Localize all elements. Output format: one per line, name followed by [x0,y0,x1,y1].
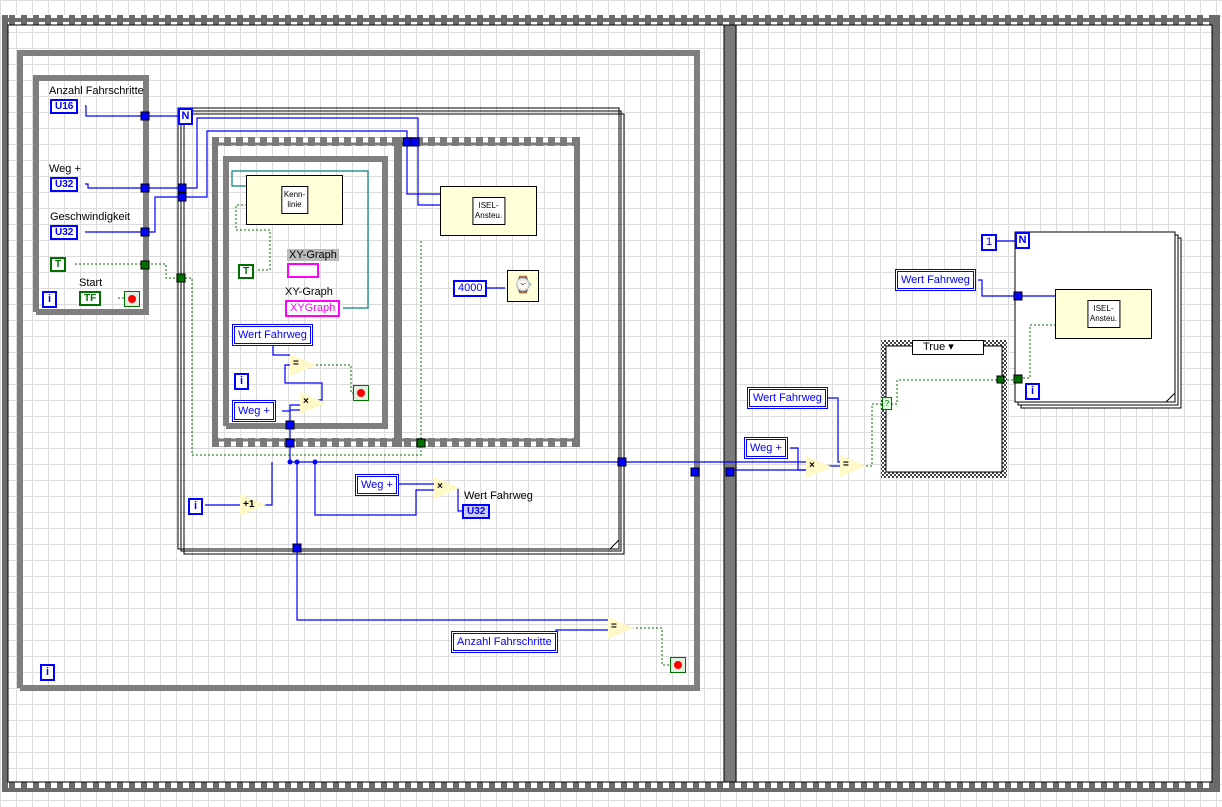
geschwindigkeit-control[interactable]: U32 [50,225,79,240]
case-selector-terminal[interactable]: ? [882,397,892,410]
case-selector[interactable]: True ▾ [912,340,984,355]
flat-sequence-outer[interactable] [2,15,1220,792]
equal-node-right[interactable] [840,455,866,477]
wert-fahrweg-local-right[interactable]: Wert Fahrweg [747,387,828,409]
anzahl-fahrschritte-local[interactable]: Anzahl Fahrschritte [451,631,558,653]
equal-op-label: = [293,358,299,369]
count-terminal[interactable]: N [178,108,193,125]
xy-graph-ref-label: XY-Graph [285,286,333,298]
equal-op-label: = [843,459,849,470]
geschwindigkeit-label: Geschwindigkeit [50,211,131,223]
multiply-node-for[interactable] [434,477,460,499]
stop-terminal-inner[interactable] [353,385,369,401]
bool-tunnels [140,260,1023,448]
weg-local-for[interactable]: Weg + [355,474,399,496]
weg-label: Weg + [49,163,81,175]
increment-op-label: +1 [243,499,255,510]
for-loop[interactable] [177,107,625,555]
kennlinie-subvi[interactable]: Kenn- linie [246,175,343,225]
case-structure[interactable] [881,340,1007,478]
case-selector-value: True [923,341,946,353]
equal-op-label: = [611,621,617,632]
iteration-terminal-outer: i [40,664,55,681]
true-constant[interactable]: T [50,257,67,272]
anzahl-fahrschritte-label: Anzahl Fahrschritte [49,85,144,97]
wait-ms-constant[interactable]: 4000 [453,280,488,297]
multiply-node-inner[interactable] [300,392,326,414]
anzahl-fahrschritte-control[interactable]: U16 [50,99,79,114]
wert-fahrweg-local-inner[interactable]: Wert Fahrweg [232,324,313,346]
wert-fahrweg-local-right-top[interactable]: Wert Fahrweg [895,269,976,291]
flat-sequence-inner[interactable] [212,137,580,447]
xy-graph-terminal[interactable] [287,263,319,278]
reference-wire [231,170,369,309]
iteration-terminal-right: i [1025,383,1040,400]
start-label: Start [79,277,103,289]
increment-node[interactable] [240,494,266,516]
iteration-terminal-inner: i [234,373,249,390]
loop-count-constant[interactable]: 1 [981,234,998,251]
stop-terminal-init[interactable] [124,291,140,307]
numeric-wires [85,105,1055,640]
weg-control[interactable]: U32 [50,177,79,192]
while-loop-outer[interactable] [17,50,700,691]
iteration-terminal-init: i [42,291,57,308]
tunnels [140,111,1023,553]
wert-fahrweg-indicator[interactable]: U32 [462,504,491,519]
wire-junctions [287,459,318,465]
equal-node-inner[interactable] [290,354,316,376]
stop-terminal-outer[interactable] [670,657,686,673]
multiply-op-label: × [303,396,309,407]
multiply-node-right[interactable] [806,456,832,478]
start-control[interactable]: TF [79,291,102,306]
while-loop-init[interactable] [33,75,149,315]
xy-graph-label: XY-Graph [287,249,339,261]
while-loop-inner[interactable] [223,156,388,429]
equal-node-outer[interactable] [608,617,634,639]
weg-local-right[interactable]: Weg + [744,437,788,459]
true-constant-inner[interactable]: T [238,264,255,279]
wait-clock-icon[interactable]: ⌚ [507,270,539,302]
wert-fahrweg-label: Wert Fahrweg [464,490,533,502]
isel-ansteuerung-subvi-right[interactable]: ISEL- Ansteu. [1055,289,1152,339]
isel-ansteuerung-subvi[interactable]: ISEL- Ansteu. [440,186,537,236]
iteration-terminal-for: i [188,498,203,515]
multiply-op-label: × [809,460,815,471]
weg-local-inner[interactable]: Weg + [232,400,276,422]
count-terminal-right[interactable]: N [1015,232,1030,249]
for-loop-right[interactable] [1014,231,1182,409]
multiply-op-label: × [437,481,443,492]
xy-graph-reference[interactable]: XYGraph [285,300,341,317]
